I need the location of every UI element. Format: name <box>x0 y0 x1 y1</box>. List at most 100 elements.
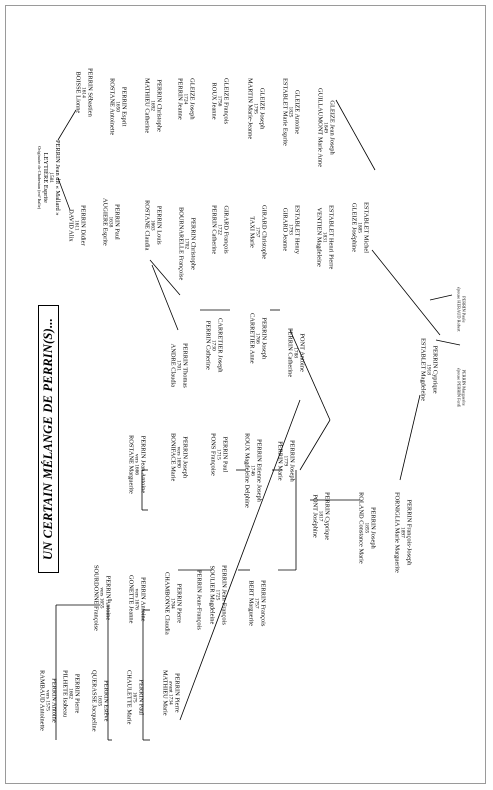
connector <box>151 264 179 331</box>
person-name: PERRIN Catherine <box>204 320 212 370</box>
person-name: QUERASSE Jacqueline <box>90 670 98 732</box>
person-node-n09: PERRIN Jean-François <box>195 570 203 630</box>
person-name: BONIFACE Marie <box>169 433 177 482</box>
person-name: ROUX Jeanne <box>210 82 218 120</box>
person-name: CARRETIER Anne <box>248 313 256 364</box>
person-name: SOURDONNE Françoise <box>92 565 100 631</box>
person-name: PERRIN Antoine <box>50 678 58 723</box>
person-name: MATHIEU Catherine <box>143 78 151 134</box>
connector <box>57 177 71 211</box>
page-border <box>5 5 486 784</box>
person-name: ESTABLET Michel <box>362 202 370 254</box>
person-name: ESTABLET Henry <box>293 205 301 254</box>
connector <box>371 249 441 336</box>
person-name: PERRIN Joseph <box>260 317 268 360</box>
person-name: PERRIN Didier <box>79 205 87 246</box>
person-name: PERRIN François <box>259 580 267 627</box>
person-name: GIRARD Christophe <box>260 205 268 260</box>
person-name: PILHETE Isabeau <box>61 670 69 718</box>
person-name: PERRIN Christophe <box>189 217 197 270</box>
person-name: GLEIZE Joseph <box>258 87 266 130</box>
person-name: ROUX Magdeleine Delphine <box>243 433 251 508</box>
person-name: ROLAND Constance Marie <box>357 492 365 564</box>
person-name: PERRIN François-Joseph <box>405 499 413 566</box>
person-name: BOISSE Lionne <box>74 71 82 114</box>
person-name: GLEIZE Joséphine <box>350 202 358 253</box>
person-name: GIRARD François <box>222 205 230 254</box>
person-name: GLEIZE François <box>222 78 230 124</box>
person-name: LEYTIÈRE Esprite <box>41 152 49 203</box>
person-name: ESTABLET Marie Esprite <box>281 78 289 146</box>
person-name: PERRIN Cyprique <box>323 492 331 541</box>
person-name: GLEIZE Joseph <box>188 78 196 120</box>
person-name: PERRIN Catherine <box>210 205 218 255</box>
person-name: PERRIN Antoine <box>139 576 147 622</box>
person-name: ESTABLET Magdeleine <box>419 338 427 402</box>
person-name: PERRIN Jean Antoine <box>139 435 147 494</box>
person-name: PERRIN Jean-François <box>220 565 228 625</box>
person-name: ROSTANE Claudia <box>143 200 151 251</box>
page-title: UN CERTAIN MÉLANGE DE PERRIN(S)... <box>41 318 55 560</box>
person-name: BOURNARELLE Françoise <box>177 207 185 281</box>
person-name: AUGIERE Esprite <box>101 198 109 246</box>
person-name: PERRIN Joseph <box>181 436 189 479</box>
connector <box>335 99 376 171</box>
person-name: PERRIN Pierre <box>73 673 81 714</box>
person-name: PERRIN Marie <box>276 441 284 481</box>
person-name: PERRIN Pierre <box>175 583 183 624</box>
person-name: PERRIN Jean-François <box>195 570 203 630</box>
person-name: ROSTANE Marguerite <box>127 435 135 494</box>
person-name: PERRIN Paul <box>137 679 145 716</box>
person-name: CHAULETTE Marie <box>125 670 133 725</box>
connector <box>289 329 331 421</box>
person-name: TAXI Marie <box>248 216 256 248</box>
person-name: BERT Marguerite <box>247 580 255 627</box>
person-name: PERRIN Pierre <box>173 673 181 713</box>
person-name: GUILLAUMONT Marie Anne <box>316 88 324 168</box>
person-name: MARTIN Marie-Jeanne <box>246 78 254 140</box>
person-name: ROSTANE Antoinette <box>108 78 116 136</box>
person-name: ANDRE Claudia <box>169 343 177 388</box>
person-name: FORNIGLIA Marie Marguerite <box>393 492 401 573</box>
person-name: PERRIN Jean dit « Mallard » <box>54 140 61 216</box>
connector <box>179 399 301 721</box>
person-name: ESTABLET Henri Pierre <box>327 205 335 270</box>
person-name: PERRIN Joseph <box>288 440 296 482</box>
person-name: PERRIN Antoine <box>104 575 112 621</box>
person-note: PERRIN Paule <box>461 296 467 323</box>
person-name: PERRIN Thomas <box>181 343 189 388</box>
person-name: RAMBAUD Antoinette <box>38 670 46 731</box>
connector <box>149 259 181 296</box>
person-note: épouse HERAUD Robert <box>456 287 462 332</box>
